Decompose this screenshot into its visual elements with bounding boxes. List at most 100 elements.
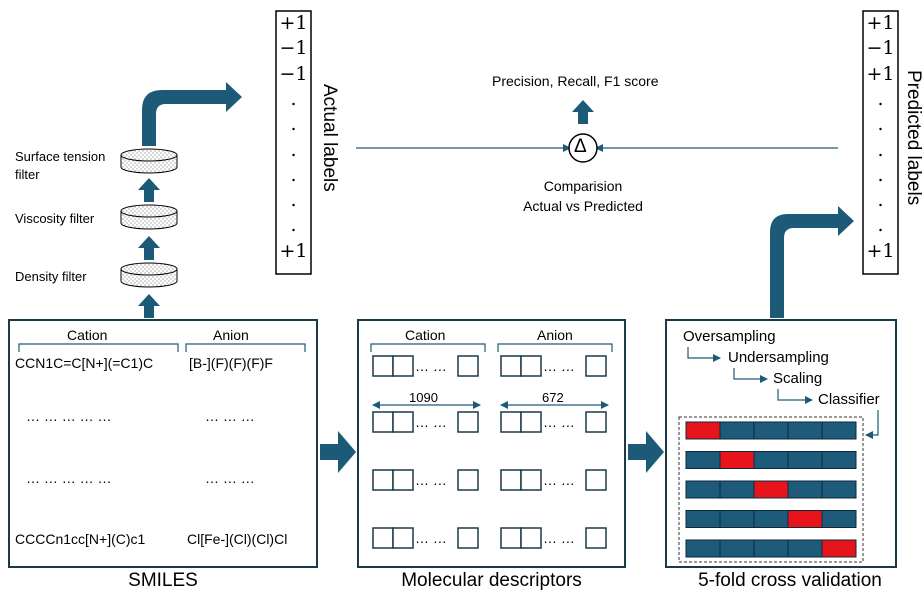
training-segment (719, 539, 755, 558)
density-filter-label: Density filter (15, 269, 87, 284)
descriptor-anion-count: 672 (542, 390, 564, 405)
training-segment (821, 451, 857, 469)
cv-step-oversampling: Oversampling (683, 328, 776, 345)
actual-labels-vector (275, 10, 312, 275)
training-segment (719, 421, 755, 440)
validation-segment (787, 510, 823, 528)
cv-step-scaling: Scaling (773, 370, 823, 387)
descriptor-cell (457, 469, 479, 491)
training-segment (719, 480, 755, 499)
training-segment (753, 421, 789, 440)
descriptor-cell-ellipsis: … … (415, 414, 447, 430)
bent-arrow-to-predicted-icon (770, 206, 854, 318)
descriptor-cell (520, 411, 542, 433)
descriptor-cell-ellipsis: … … (415, 472, 447, 488)
step-connector (733, 368, 768, 383)
descriptor-cell (500, 469, 522, 491)
training-segment (685, 539, 721, 558)
descriptor-cell (392, 411, 414, 433)
validation-segment (719, 451, 755, 469)
descriptor-cell-ellipsis: … … (543, 358, 575, 374)
descriptor-cation-bracket (370, 343, 486, 352)
actual-label-value: . (290, 163, 297, 186)
actual-label-value: −1 (279, 37, 308, 60)
smiles-anion-bracket (185, 343, 306, 352)
smiles-cation-bracket (18, 343, 179, 352)
predicted-labels-vector (862, 10, 899, 275)
predicted-label-value: . (877, 87, 884, 110)
descriptor-cell (500, 411, 522, 433)
smiles-anion-ellipsis: … … … (205, 470, 255, 486)
actual-label-value: +1 (279, 239, 308, 262)
predicted-label-value: . (877, 189, 884, 212)
folds-dashed-box (678, 416, 864, 563)
descriptor-cell-ellipsis: … … (415, 358, 447, 374)
predicted-labels-title: Predicted labels (903, 70, 923, 206)
smiles-panel (8, 319, 318, 568)
training-segment (821, 421, 857, 440)
actual-label-value: . (290, 138, 297, 161)
up-arrow-icon (138, 294, 160, 318)
training-segment (685, 510, 721, 528)
descriptor-cation-header: Cation (405, 327, 446, 343)
descriptor-cell-ellipsis: … … (543, 414, 575, 430)
descriptor-anion-header: Anion (537, 327, 573, 343)
descriptor-cell-ellipsis: … … (543, 472, 575, 488)
actual-label-value: . (290, 214, 297, 237)
predicted-label-value: . (877, 113, 884, 136)
descriptor-cell (520, 355, 542, 377)
training-segment (753, 451, 789, 469)
training-segment (685, 451, 721, 469)
descriptor-cell (520, 469, 542, 491)
validation-segment (821, 539, 857, 558)
predicted-label-value: +1 (866, 12, 895, 34)
smiles-cation-last: CCCCn1cc[N+](C)c1 (15, 531, 146, 547)
step-connector (687, 347, 721, 362)
descriptor-cell (392, 527, 414, 549)
cv-caption: 5-fold cross validation (698, 570, 882, 591)
up-arrow-icon (138, 178, 160, 202)
smiles-cation-ellipsis: … … … … … (26, 408, 112, 424)
descriptor-cell (372, 355, 394, 377)
smiles-anion-first: [B-](F)(F)(F)F (189, 355, 273, 371)
training-segment (787, 480, 823, 499)
filter-label-line: filter (15, 167, 40, 182)
surface-tension-filter-label: Surface tension filter (15, 148, 105, 184)
training-segment (753, 539, 789, 558)
actual-label-value: . (290, 87, 297, 110)
training-segment (787, 421, 823, 440)
right-arrow-icon (320, 431, 356, 473)
training-segment (821, 480, 857, 499)
cv-step-classifier: Classifier (818, 391, 880, 408)
delta-symbol: Δ (574, 136, 587, 157)
descriptor-cell-ellipsis: … … (415, 530, 447, 546)
descriptor-cell (520, 527, 542, 549)
descriptor-cell (457, 411, 479, 433)
step-connector (865, 410, 879, 439)
descriptor-cell (372, 411, 394, 433)
training-segment (821, 510, 857, 528)
validation-segment (753, 480, 789, 499)
actual-label-value: −1 (279, 62, 308, 85)
descriptor-cell (500, 527, 522, 549)
fold-bars (685, 421, 857, 558)
validation-segment (685, 421, 721, 440)
right-arrow-icon (628, 431, 664, 473)
smiles-anion-ellipsis: … … … (205, 408, 255, 424)
predicted-label-value: +1 (866, 239, 895, 262)
surface-tension-filter-disc (120, 148, 178, 174)
training-segment (787, 451, 823, 469)
smiles-caption: SMILES (128, 570, 198, 591)
predicted-label-value: . (877, 214, 884, 237)
comparison-delta-node (568, 133, 598, 163)
training-segment (719, 510, 755, 528)
descriptor-caption: Molecular descriptors (401, 570, 582, 591)
step-connector (777, 389, 813, 404)
smiles-anion-last: Cl[Fe-](Cl)(Cl)Cl (187, 531, 288, 547)
descriptor-cell (500, 355, 522, 377)
predicted-label-value: . (877, 163, 884, 186)
up-arrow-icon (572, 100, 594, 124)
descriptor-cell (585, 411, 607, 433)
smiles-cation-ellipsis: … … … … … (26, 470, 112, 486)
